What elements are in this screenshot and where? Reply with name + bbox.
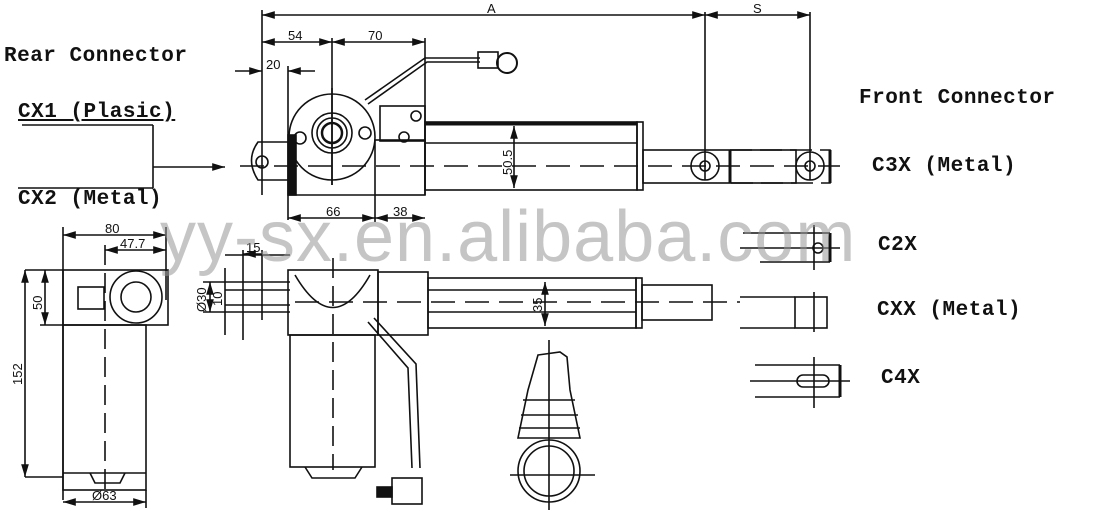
dim-a: A xyxy=(487,1,496,16)
dim-s: S xyxy=(753,1,762,16)
dim-152: 152 xyxy=(10,363,25,385)
dimension-a xyxy=(261,10,811,195)
dim-80: 80 xyxy=(105,221,119,236)
dim-35: 35 xyxy=(530,298,545,312)
dim-66: 66 xyxy=(326,204,340,219)
c2x-label: C2X xyxy=(878,234,918,257)
c4x-label: C4X xyxy=(881,367,921,390)
dim-50: 50 xyxy=(30,296,45,310)
cxx-icon xyxy=(740,292,828,332)
dim-50-5: 50.5 xyxy=(500,150,515,175)
dim-70: 70 xyxy=(368,28,382,43)
front-connector-label: Front Connector xyxy=(859,87,1056,110)
dim-47-7: 47.7 xyxy=(120,236,145,251)
dim-30: Ø30 xyxy=(194,287,209,312)
cx1-label: CX1 (Plasic) xyxy=(18,101,176,124)
c2x-icon xyxy=(740,225,840,270)
c3x-label: C3X (Metal) xyxy=(872,155,1017,178)
dim-15: 15 xyxy=(246,240,260,255)
cx2-label: CX2 (Metal) xyxy=(18,188,163,211)
dim-20: 20 xyxy=(266,57,280,72)
dim-10: 10 xyxy=(210,292,225,306)
dim-38: 38 xyxy=(393,204,407,219)
c4x-icon xyxy=(750,357,850,408)
dim-63: Ø63 xyxy=(92,488,117,503)
cxx-label: CXX (Metal) xyxy=(877,299,1022,322)
dim-54: 54 xyxy=(288,28,302,43)
rear-connector-label: Rear Connector xyxy=(4,45,188,68)
